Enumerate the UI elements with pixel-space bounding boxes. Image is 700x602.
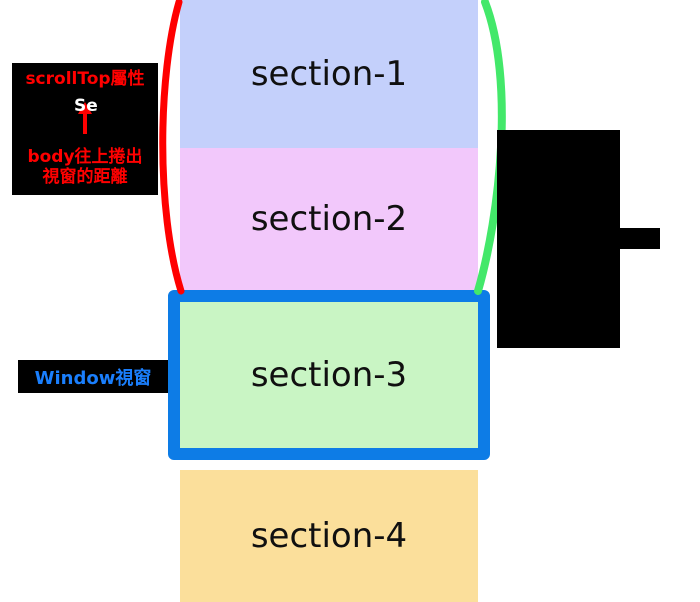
section-4-block: section-4 [180,470,478,602]
body-annotation-label: Se [74,96,98,116]
window-annotation-label: Window視窗 [34,367,152,389]
body-top-extent-arc [159,0,185,295]
up-arrow-glyph [78,101,92,134]
window-viewport-box [168,290,490,460]
section-1-label: section-1 [250,54,408,94]
scrolltop-desc-line-2: 視窗的距離 [42,166,128,187]
section-3-block: section-3 [180,290,478,460]
scrolltop-annotation: scrollTop屬性 body往上捲出 視窗的距離 [12,63,158,195]
section-3-label: section-3 [250,355,408,395]
section-4-label: section-4 [250,516,408,556]
section-2-label: section-2 [250,199,408,239]
scrolltop-heading: scrollTop屬性 [25,69,145,89]
section-1-block: section-1 [180,0,478,148]
up-arrow-icon [16,101,154,135]
section-2-block: section-2 [180,148,478,290]
window-annotation: Window視窗 [18,360,168,393]
scrolltop-desc-line-1: body往上捲出 [27,146,143,167]
body-annotation-occluder [585,228,660,249]
